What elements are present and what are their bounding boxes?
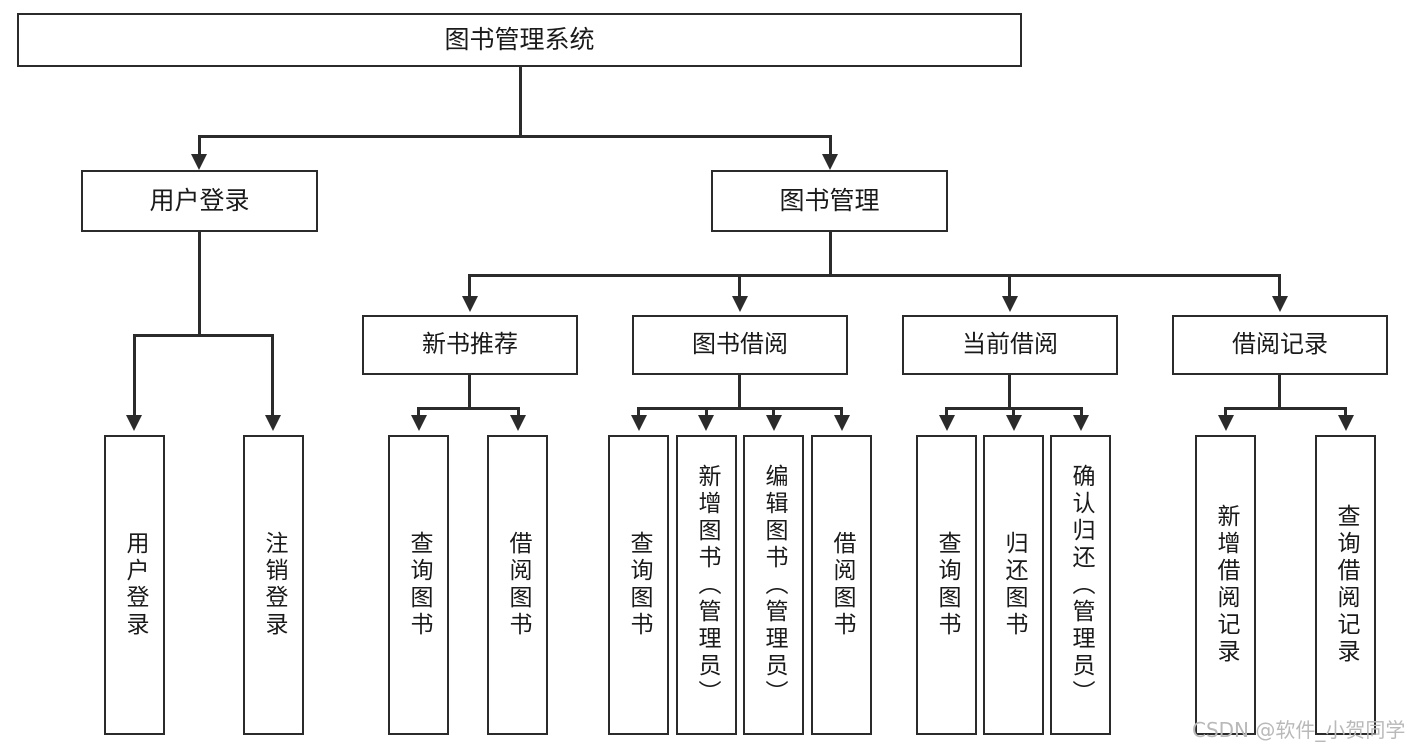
connector-records-leaf-1 bbox=[1224, 407, 1227, 419]
connector-newbook-leaf-2 bbox=[517, 407, 520, 419]
arrow-borrow-leaf-4 bbox=[834, 415, 850, 431]
leaf-newbook-borrow-book-label: 借阅图书 bbox=[505, 531, 531, 639]
leaf-borrow-add-book-admin[interactable]: 新增图书（管理员） bbox=[676, 435, 737, 735]
node-user-login[interactable]: 用户登录 bbox=[81, 170, 318, 232]
connector-newbook-stem bbox=[468, 375, 471, 409]
arrow-book-mgmt-to-newbook bbox=[462, 296, 478, 312]
connector-records-bus bbox=[1224, 407, 1346, 410]
leaf-borrow-query-book[interactable]: 查询图书 bbox=[608, 435, 669, 735]
leaf-borrow-borrow-book-label: 借阅图书 bbox=[829, 531, 855, 639]
arrow-records-leaf-1 bbox=[1218, 415, 1234, 431]
csdn-watermark: CSDN @软件_小贺同学 bbox=[1192, 718, 1405, 742]
node-book-management-label: 图书管理 bbox=[779, 185, 880, 215]
node-root-library-system[interactable]: 图书管理系统 bbox=[17, 13, 1022, 67]
node-current-borrow[interactable]: 当前借阅 bbox=[902, 315, 1118, 375]
arrow-root-to-book-mgmt bbox=[822, 154, 838, 170]
arrow-book-mgmt-to-records bbox=[1272, 296, 1288, 312]
connector-borrow-leaf-2 bbox=[705, 407, 708, 419]
leaf-newbook-query-book[interactable]: 查询图书 bbox=[388, 435, 449, 735]
leaf-records-add-record-label: 新增借阅记录 bbox=[1213, 504, 1239, 666]
leaf-newbook-query-book-label: 查询图书 bbox=[406, 531, 432, 639]
arrow-current-leaf-2 bbox=[1006, 415, 1022, 431]
arrow-newbook-leaf-2 bbox=[510, 415, 526, 431]
node-book-borrow[interactable]: 图书借阅 bbox=[632, 315, 848, 375]
arrow-root-to-user-login bbox=[191, 154, 207, 170]
arrow-current-leaf-3 bbox=[1073, 415, 1089, 431]
connector-borrow-bus bbox=[637, 407, 841, 410]
node-borrow-records-label: 借阅记录 bbox=[1232, 330, 1328, 359]
connector-user-login-stem bbox=[198, 232, 201, 336]
connector-user-login-leaf-1 bbox=[133, 334, 136, 418]
leaf-borrow-edit-book-admin[interactable]: 编辑图书（管理员） bbox=[743, 435, 804, 735]
arrow-book-mgmt-to-borrow bbox=[732, 296, 748, 312]
node-user-login-label: 用户登录 bbox=[149, 185, 250, 215]
arrow-borrow-leaf-2 bbox=[698, 415, 714, 431]
arrow-borrow-leaf-1 bbox=[631, 415, 647, 431]
arrow-newbook-leaf-1 bbox=[411, 415, 427, 431]
node-new-book-recommend[interactable]: 新书推荐 bbox=[362, 315, 578, 375]
leaf-user-logout-label: 注销登录 bbox=[261, 531, 287, 639]
leaf-records-add-record[interactable]: 新增借阅记录 bbox=[1195, 435, 1256, 735]
arrow-book-mgmt-to-current bbox=[1002, 296, 1018, 312]
arrow-current-leaf-1 bbox=[939, 415, 955, 431]
connector-newbook-leaf-1 bbox=[417, 407, 420, 419]
connector-book-mgmt-bus bbox=[468, 274, 1280, 277]
connector-current-leaf-3 bbox=[1080, 407, 1083, 419]
arrow-user-login-leaf-2 bbox=[265, 415, 281, 431]
connector-newbook-bus bbox=[417, 407, 519, 410]
connector-root-to-book-mgmt bbox=[829, 135, 832, 158]
connector-book-mgmt-to-newbook bbox=[468, 274, 471, 299]
connector-borrow-leaf-3 bbox=[772, 407, 775, 419]
leaf-current-confirm-return-admin[interactable]: 确认归还（管理员） bbox=[1050, 435, 1111, 735]
leaf-records-query-record[interactable]: 查询借阅记录 bbox=[1315, 435, 1376, 735]
connector-records-stem bbox=[1278, 375, 1281, 409]
arrow-records-leaf-2 bbox=[1338, 415, 1354, 431]
leaf-current-return-book[interactable]: 归还图书 bbox=[983, 435, 1044, 735]
leaf-borrow-add-book-admin-label: 新增图书（管理员） bbox=[694, 463, 720, 707]
connector-borrow-leaf-4 bbox=[840, 407, 843, 419]
node-book-borrow-label: 图书借阅 bbox=[692, 330, 788, 359]
arrow-user-login-leaf-1 bbox=[126, 415, 142, 431]
connector-root-bus bbox=[198, 135, 831, 138]
connector-book-mgmt-stem bbox=[829, 232, 832, 276]
leaf-borrow-query-book-label: 查询图书 bbox=[626, 531, 652, 639]
leaf-current-query-book-label: 查询图书 bbox=[934, 531, 960, 639]
leaf-user-login[interactable]: 用户登录 bbox=[104, 435, 165, 735]
connector-book-mgmt-to-current bbox=[1008, 274, 1011, 299]
leaf-borrow-edit-book-admin-label: 编辑图书（管理员） bbox=[761, 463, 787, 707]
connector-current-stem bbox=[1008, 375, 1011, 409]
leaf-current-query-book[interactable]: 查询图书 bbox=[916, 435, 977, 735]
connector-records-leaf-2 bbox=[1344, 407, 1347, 419]
leaf-borrow-borrow-book[interactable]: 借阅图书 bbox=[811, 435, 872, 735]
connector-book-mgmt-to-records bbox=[1278, 274, 1281, 299]
connector-book-mgmt-to-borrow bbox=[738, 274, 741, 299]
leaf-user-logout[interactable]: 注销登录 bbox=[243, 435, 304, 735]
connector-user-login-bus bbox=[133, 334, 272, 337]
connector-root-to-user-login bbox=[198, 135, 201, 158]
node-new-book-recommend-label: 新书推荐 bbox=[422, 330, 518, 359]
leaf-records-query-record-label: 查询借阅记录 bbox=[1333, 504, 1359, 666]
connector-current-leaf-2 bbox=[1012, 407, 1015, 419]
connector-user-login-leaf-2 bbox=[271, 334, 274, 418]
node-current-borrow-label: 当前借阅 bbox=[962, 330, 1058, 359]
node-borrow-records[interactable]: 借阅记录 bbox=[1172, 315, 1388, 375]
connector-current-leaf-1 bbox=[945, 407, 948, 419]
leaf-newbook-borrow-book[interactable]: 借阅图书 bbox=[487, 435, 548, 735]
node-root-label: 图书管理系统 bbox=[444, 24, 595, 54]
leaf-current-return-book-label: 归还图书 bbox=[1001, 531, 1027, 639]
leaf-current-confirm-return-admin-label: 确认归还（管理员） bbox=[1068, 463, 1094, 707]
connector-borrow-leaf-1 bbox=[637, 407, 640, 419]
arrow-borrow-leaf-3 bbox=[766, 415, 782, 431]
node-book-management[interactable]: 图书管理 bbox=[711, 170, 948, 232]
connector-borrow-stem bbox=[738, 375, 741, 409]
leaf-user-login-label: 用户登录 bbox=[122, 531, 148, 639]
connector-root-stem bbox=[519, 67, 522, 137]
